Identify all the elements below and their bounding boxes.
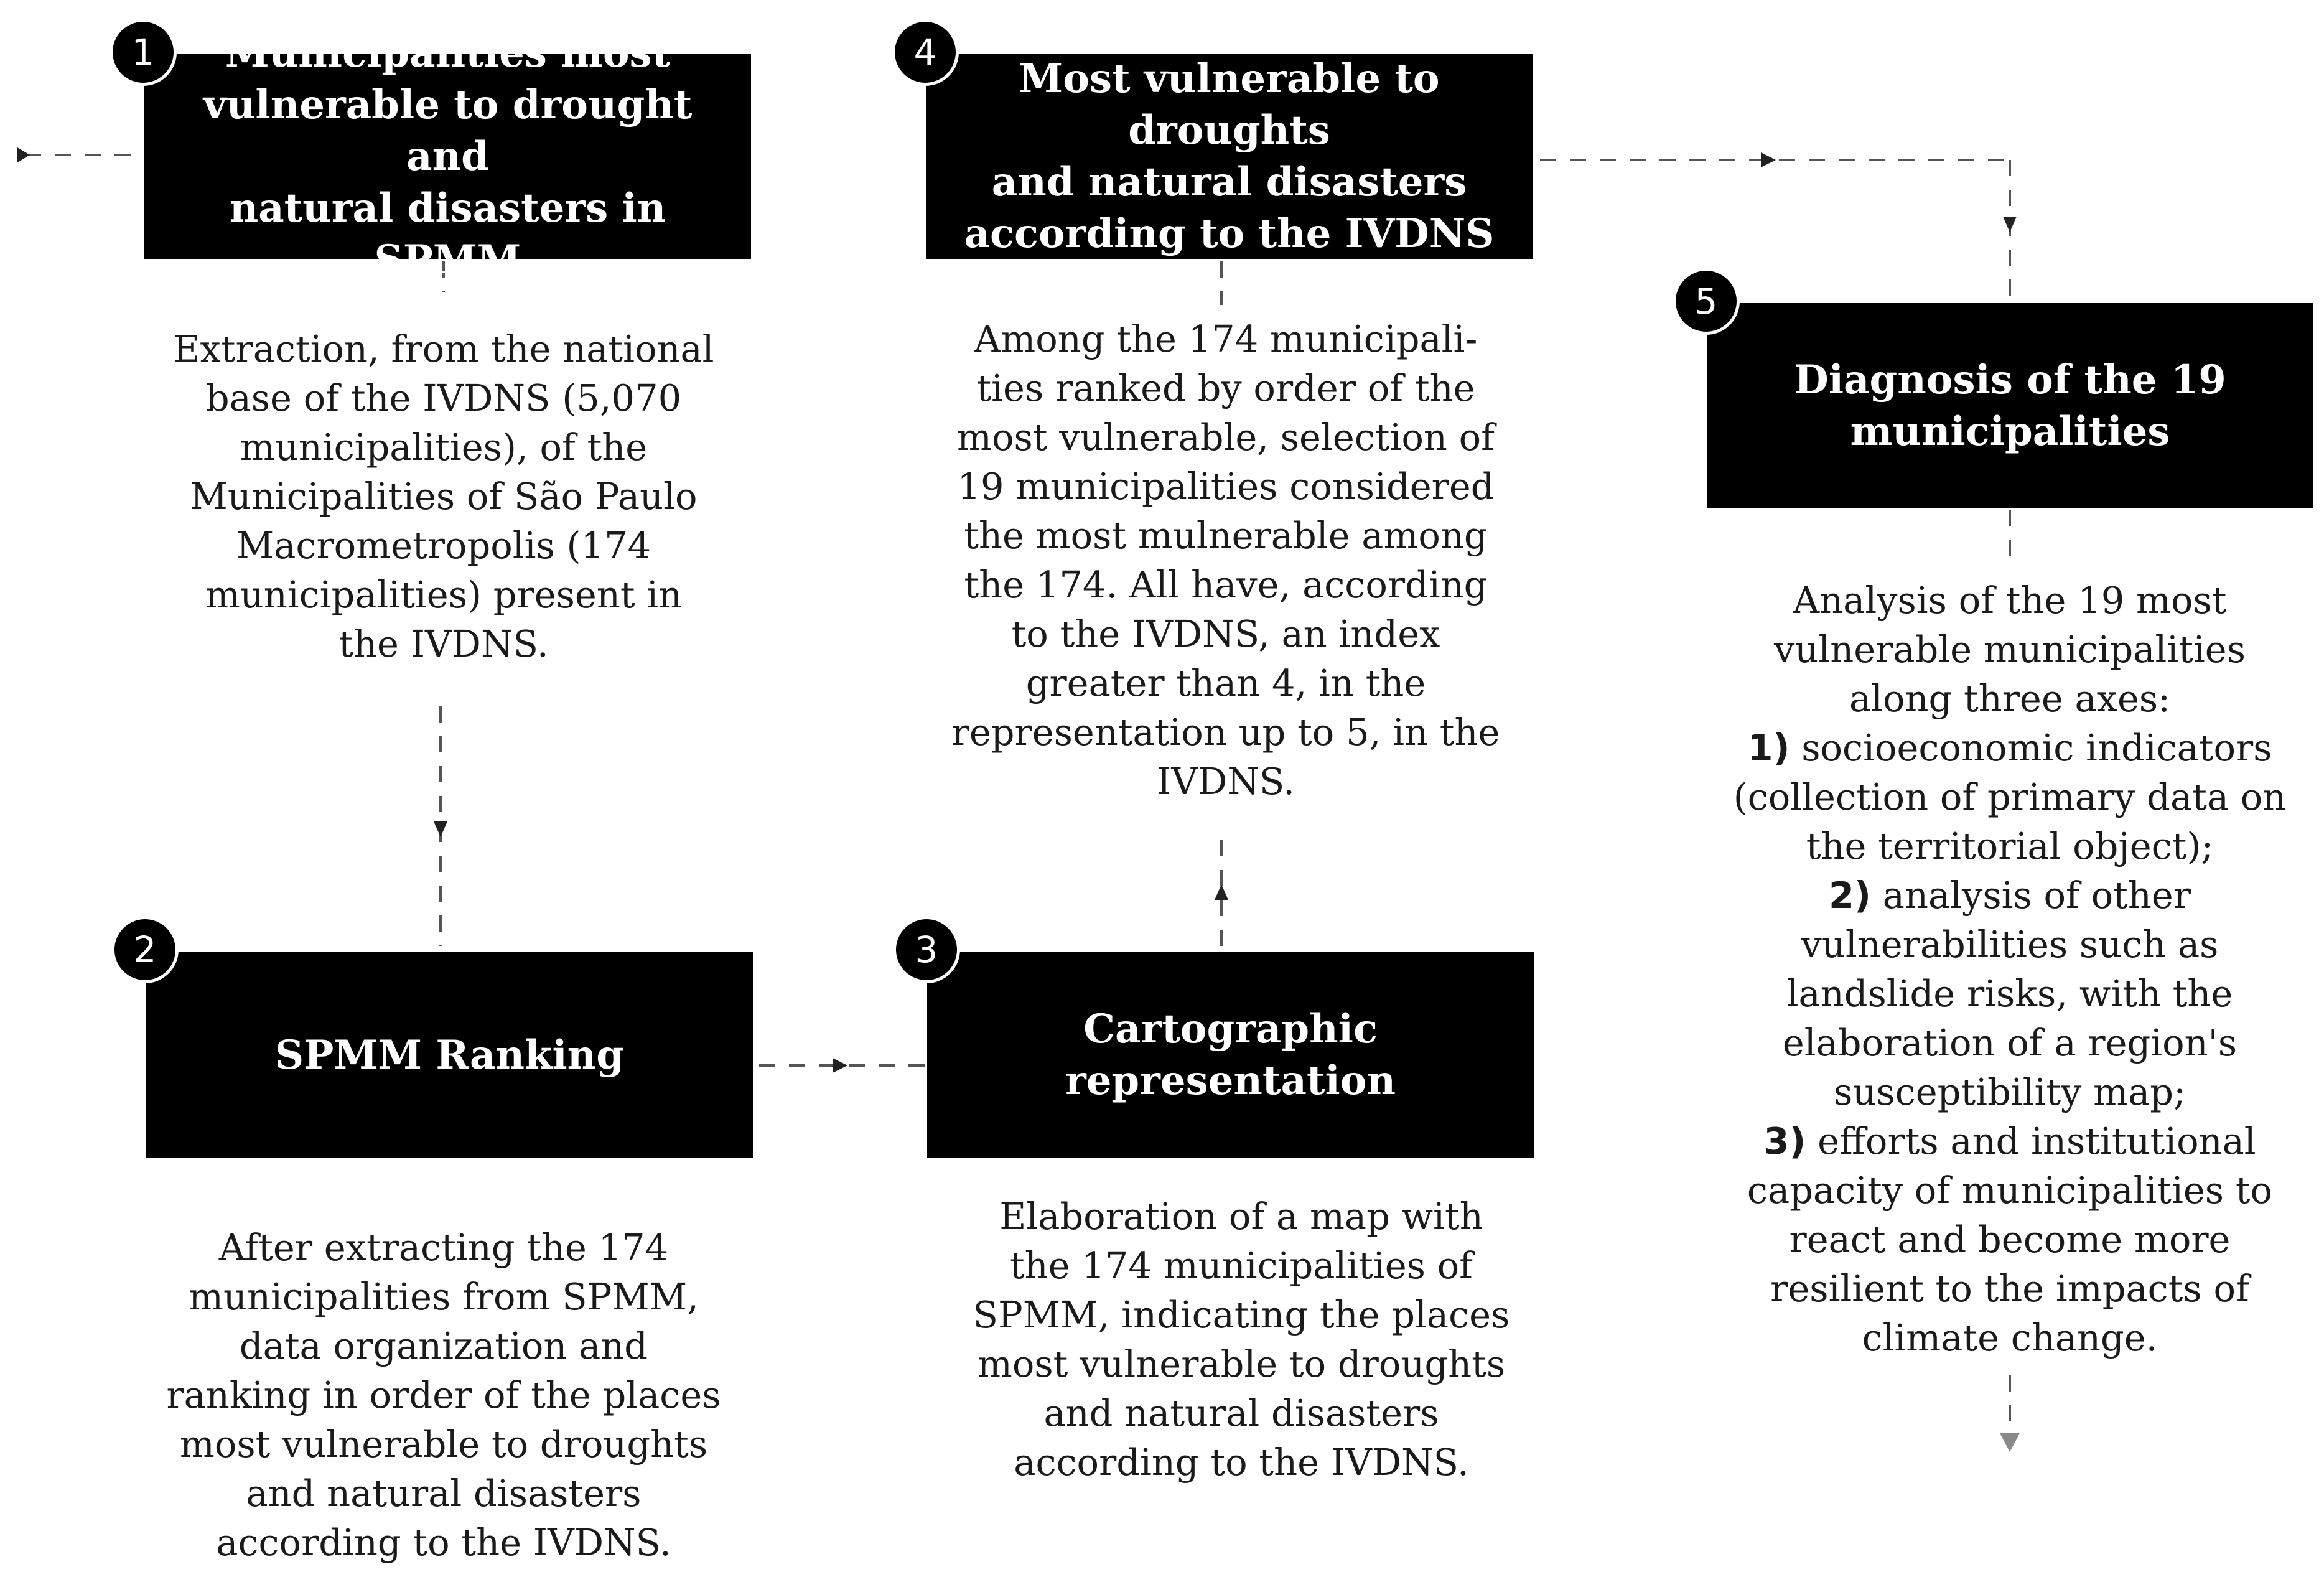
step-4-description-line: the 174. All have, according (964, 563, 1488, 606)
axis-2-marker: 2) (1829, 874, 1872, 917)
step-1-title-line: vulnerable to drought and (203, 81, 693, 180)
step4-to-step5-v-arrowhead (2003, 217, 2017, 232)
step-1-description: Extraction, from the national base of th… (136, 324, 752, 668)
step-4-description-line: IVDNS. (1157, 760, 1295, 803)
step1-to-step2-arrowhead (434, 821, 447, 837)
step-5-intro-line: vulnerable municipalities (1774, 628, 2246, 671)
step-4-description-line: Among the 174 municipali- (974, 317, 1478, 360)
step-5-intro-line: along three axes: (1849, 677, 2171, 720)
step-1-description-line: Macrometropolis (174 (236, 524, 651, 567)
step-3-description: Elaboration of a map with the 174 munici… (927, 1192, 1556, 1487)
step-3-description-line: according to the IVDNS. (1014, 1441, 1469, 1484)
step-2-description-line: and natural disasters (246, 1472, 642, 1515)
axis-1-text: socioeconomic indicators (1790, 726, 2272, 769)
step-1-title-line: natural disasters in SPMM (229, 184, 666, 283)
axis-2-line: elaboration of a region's (1782, 1021, 2238, 1064)
step-4-number-badge: 4 (892, 19, 959, 86)
step-3-number-badge: 3 (893, 916, 960, 983)
exit-arrowhead (2000, 1433, 2020, 1452)
step-2-description-line: After extracting the 174 (218, 1226, 669, 1269)
step-4-description-line: to the IVDNS, an index (1011, 612, 1440, 655)
step-1-description-line: Municipalities of São Paulo (190, 475, 698, 518)
step-4-description-line: representation up to 5, in the (951, 711, 1500, 754)
step-3-description-line: most vulnerable to droughts (977, 1342, 1506, 1385)
step-2-title: SPMM Ranking (275, 1029, 624, 1081)
axis-3-line: react and become more (1789, 1218, 2231, 1261)
step-3-box: Cartographic representation (927, 952, 1534, 1158)
axis-3-line: 3) efforts and institutional (1702, 1116, 2318, 1166)
step-4-description-line: most vulnerable, selection of (957, 416, 1495, 459)
step-4-description-line: the most mulnerable among (964, 514, 1488, 557)
step-5-intro-line: Analysis of the 19 most (1793, 579, 2227, 622)
step-4-description: Among the 174 municipali- ties ranked by… (905, 314, 1546, 806)
axis-3-marker: 3) (1763, 1120, 1806, 1163)
step4-to-step5-h-arrowhead (1761, 152, 1776, 167)
axis-1-line: (collection of primary data on (1733, 775, 2287, 818)
step-3-title-line: representation (1065, 1057, 1396, 1104)
axis-3-line: climate change. (1862, 1316, 2158, 1359)
step-2-description-line: municipalities from SPMM, (189, 1275, 699, 1318)
step-1-description-line: the IVDNS. (338, 622, 549, 665)
step-5-description: Analysis of the 19 most vulnerable munic… (1702, 576, 2318, 1362)
step-5-title: Diagnosis of the 19 municipalities (1794, 354, 2226, 457)
step2-to-step3-arrowhead (833, 1058, 847, 1073)
step-1-title: Municipalities most vulnerable to drough… (169, 27, 726, 286)
step-1-description-line: municipalities) present in (205, 573, 683, 616)
axis-3-line: resilient to the impacts of (1770, 1267, 2249, 1310)
step-3-description-line: the 174 municipalities of (1009, 1244, 1473, 1287)
axis-2-line: 2) analysis of other (1702, 871, 2318, 920)
step-2-description-line: according to the IVDNS. (216, 1521, 671, 1564)
step-5-box: Diagnosis of the 19 municipalities (1707, 303, 2313, 508)
step-4-box: Most vulnerable to droughts and natural … (926, 54, 1533, 259)
step-4-title-line: Most vulnerable to droughts (1019, 55, 1440, 154)
step-1-description-line: municipalities), of the (240, 426, 648, 469)
step-2-box: SPMM Ranking (146, 952, 753, 1158)
step-3-description-line: and natural disasters (1043, 1392, 1439, 1434)
axis-2-text: analysis of other (1871, 874, 2191, 917)
axis-2-line: susceptibility map; (1834, 1070, 2186, 1113)
step-4-title-line: and natural disasters (991, 159, 1467, 205)
entry-arrowhead (17, 147, 30, 162)
step-1-description-line: base of the IVDNS (5,070 (205, 377, 682, 419)
step-5-number-badge: 5 (1673, 268, 1740, 335)
step3-to-step4-arrowhead (1215, 884, 1228, 900)
step-2-description-line: ranking in order of the places (166, 1373, 721, 1416)
step-2-number-badge: 2 (111, 916, 179, 983)
axis-3-line: capacity of municipalities to (1747, 1169, 2273, 1212)
step-1-number-badge: 1 (110, 19, 177, 86)
step-3-description-line: SPMM, indicating the places (973, 1293, 1510, 1336)
axis-1-marker: 1) (1747, 726, 1790, 769)
step-3-description-line: Elaboration of a map with (999, 1195, 1483, 1238)
step-5-title-line: municipalities (1850, 408, 2170, 455)
step-3-title-line: Cartographic (1083, 1006, 1378, 1052)
axis-3-text: efforts and institutional (1806, 1120, 2256, 1163)
step-2-description-line: most vulnerable to droughts (179, 1423, 708, 1466)
step-4-title: Most vulnerable to droughts and natural … (951, 53, 1508, 260)
step-3-title: Cartographic representation (1065, 1003, 1396, 1107)
step-4-description-line: ties ranked by order of the (976, 367, 1475, 409)
step-2-description-line: data organization and (239, 1324, 648, 1367)
step-5-title-line: Diagnosis of the 19 (1794, 357, 2226, 403)
axis-2-line: vulnerabilities such as (1801, 923, 2219, 966)
step-1-box: Municipalities most vulnerable to drough… (144, 30, 751, 283)
step-2-description: After extracting the 174 municipalities … (136, 1223, 752, 1567)
step-4-description-line: 19 municipalities considered (957, 465, 1495, 508)
axis-1-line: 1) socioeconomic indicators (1702, 723, 2318, 772)
axis-2-line: landslide risks, with the (1786, 972, 2233, 1015)
step-1-description-line: Extraction, from the national (173, 327, 714, 370)
step-4-title-line: according to the IVDNS (964, 210, 1495, 257)
step-1-title-line: Municipalities most (225, 29, 671, 77)
step-4-description-line: greater than 4, in the (1025, 662, 1426, 704)
step-2-title-line: SPMM Ranking (275, 1031, 624, 1079)
axis-1-line: the territorial object); (1806, 825, 2214, 868)
